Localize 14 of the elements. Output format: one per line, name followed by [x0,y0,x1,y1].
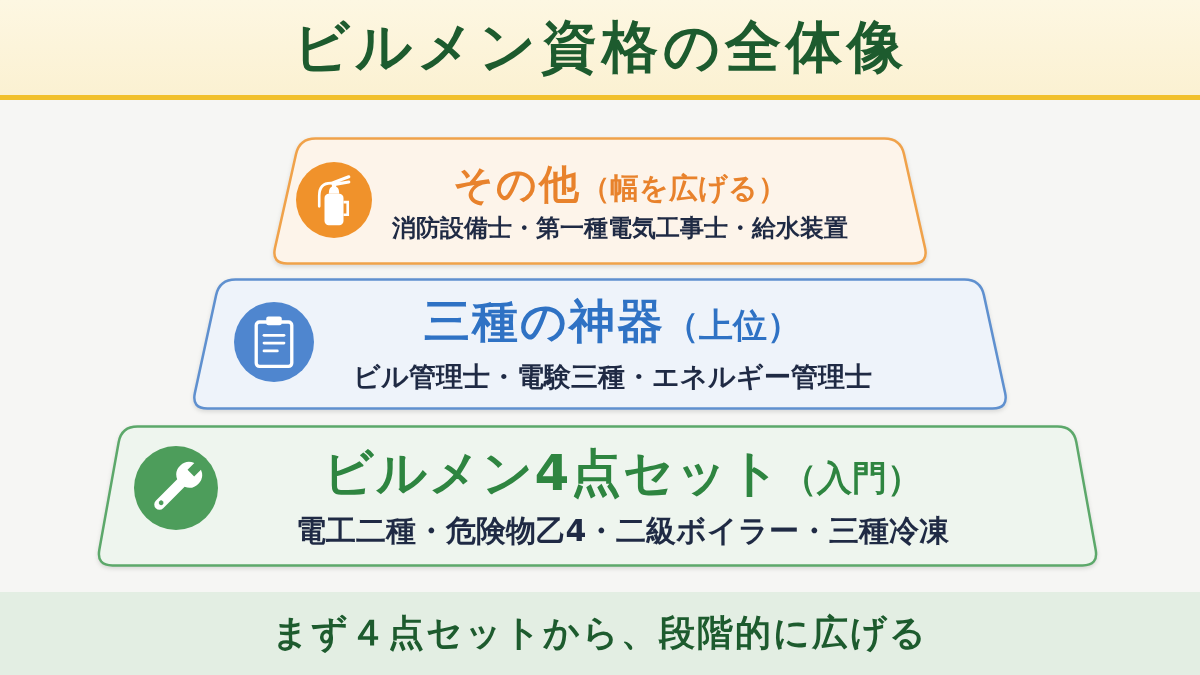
page-title: ビルメン資格の全体像 [292,12,908,81]
tier-panel [270,137,930,265]
tier-subheading: （入門） [782,457,923,499]
tier-heading: 三種の神器 [423,294,665,350]
tier-panel [190,278,1010,410]
tier-heading: ビルメン4点セット [322,443,783,503]
tier-subheading: （幅を広げる） [581,170,787,206]
tier-subheading: （上位） [664,305,801,346]
tier-panel [95,425,1100,567]
qualification-list: 消防設備士・第一種電気工事士・給水装置 [392,213,848,243]
qualification-list: 電工二種・危険物乙4・二級ボイラー・三種冷凍 [295,513,950,549]
tier-heading: その他 [453,159,581,208]
caption-text: まず４点セットから、段階的に広げる [272,611,928,655]
qualification-list: ビル管理士・電験三種・エネルギー管理士 [352,361,872,394]
